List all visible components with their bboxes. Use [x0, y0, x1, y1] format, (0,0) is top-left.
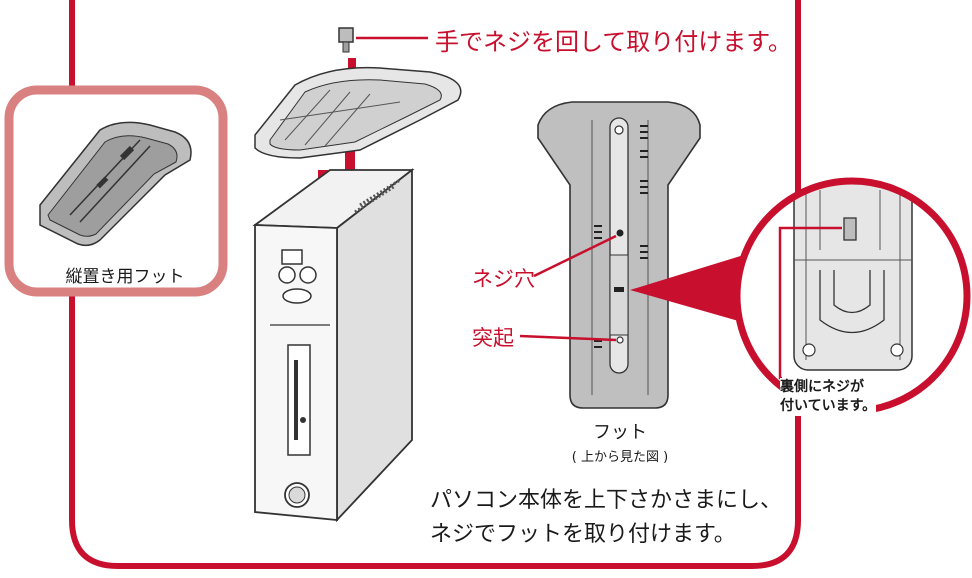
pc-tower-illustration [252, 168, 415, 523]
zoom-note: 裏側にネジが 付いています。 [780, 378, 877, 416]
screw-hole-callout-line [533, 234, 617, 278]
bump-callout-line [519, 334, 617, 342]
zoom-note-line-1: 裏側にネジが [780, 379, 864, 395]
instruction-line-1: パソコン本体を上下さかさまにし、 [430, 488, 783, 513]
bump-label: 突起 [472, 326, 514, 350]
inset-foot-illustration [39, 121, 192, 247]
foot-plate-illustration [254, 66, 462, 159]
instruction-line-2: ネジでフットを取り付けます。 [430, 522, 736, 547]
inset-label: 縦置き用フット [65, 267, 185, 287]
foot-top-view-illustration [537, 101, 701, 409]
screw-illustration [338, 27, 354, 53]
zoom-note-line-2: 付いています。 [780, 398, 877, 414]
instruction-text: パソコン本体を上下さかさまにし、 ネジでフットを取り付けます。 [430, 484, 782, 552]
foot-view-title: フット [593, 422, 647, 443]
main-frame [69, 0, 801, 569]
screw-by-hand-callout: 手でネジを回して取り付けます。 [435, 28, 792, 56]
foot-view-subtitle: ( 上から見た図 ) [571, 450, 669, 465]
zoom-detail [733, 177, 971, 415]
screw-hole-label: ネジ穴 [472, 267, 535, 291]
